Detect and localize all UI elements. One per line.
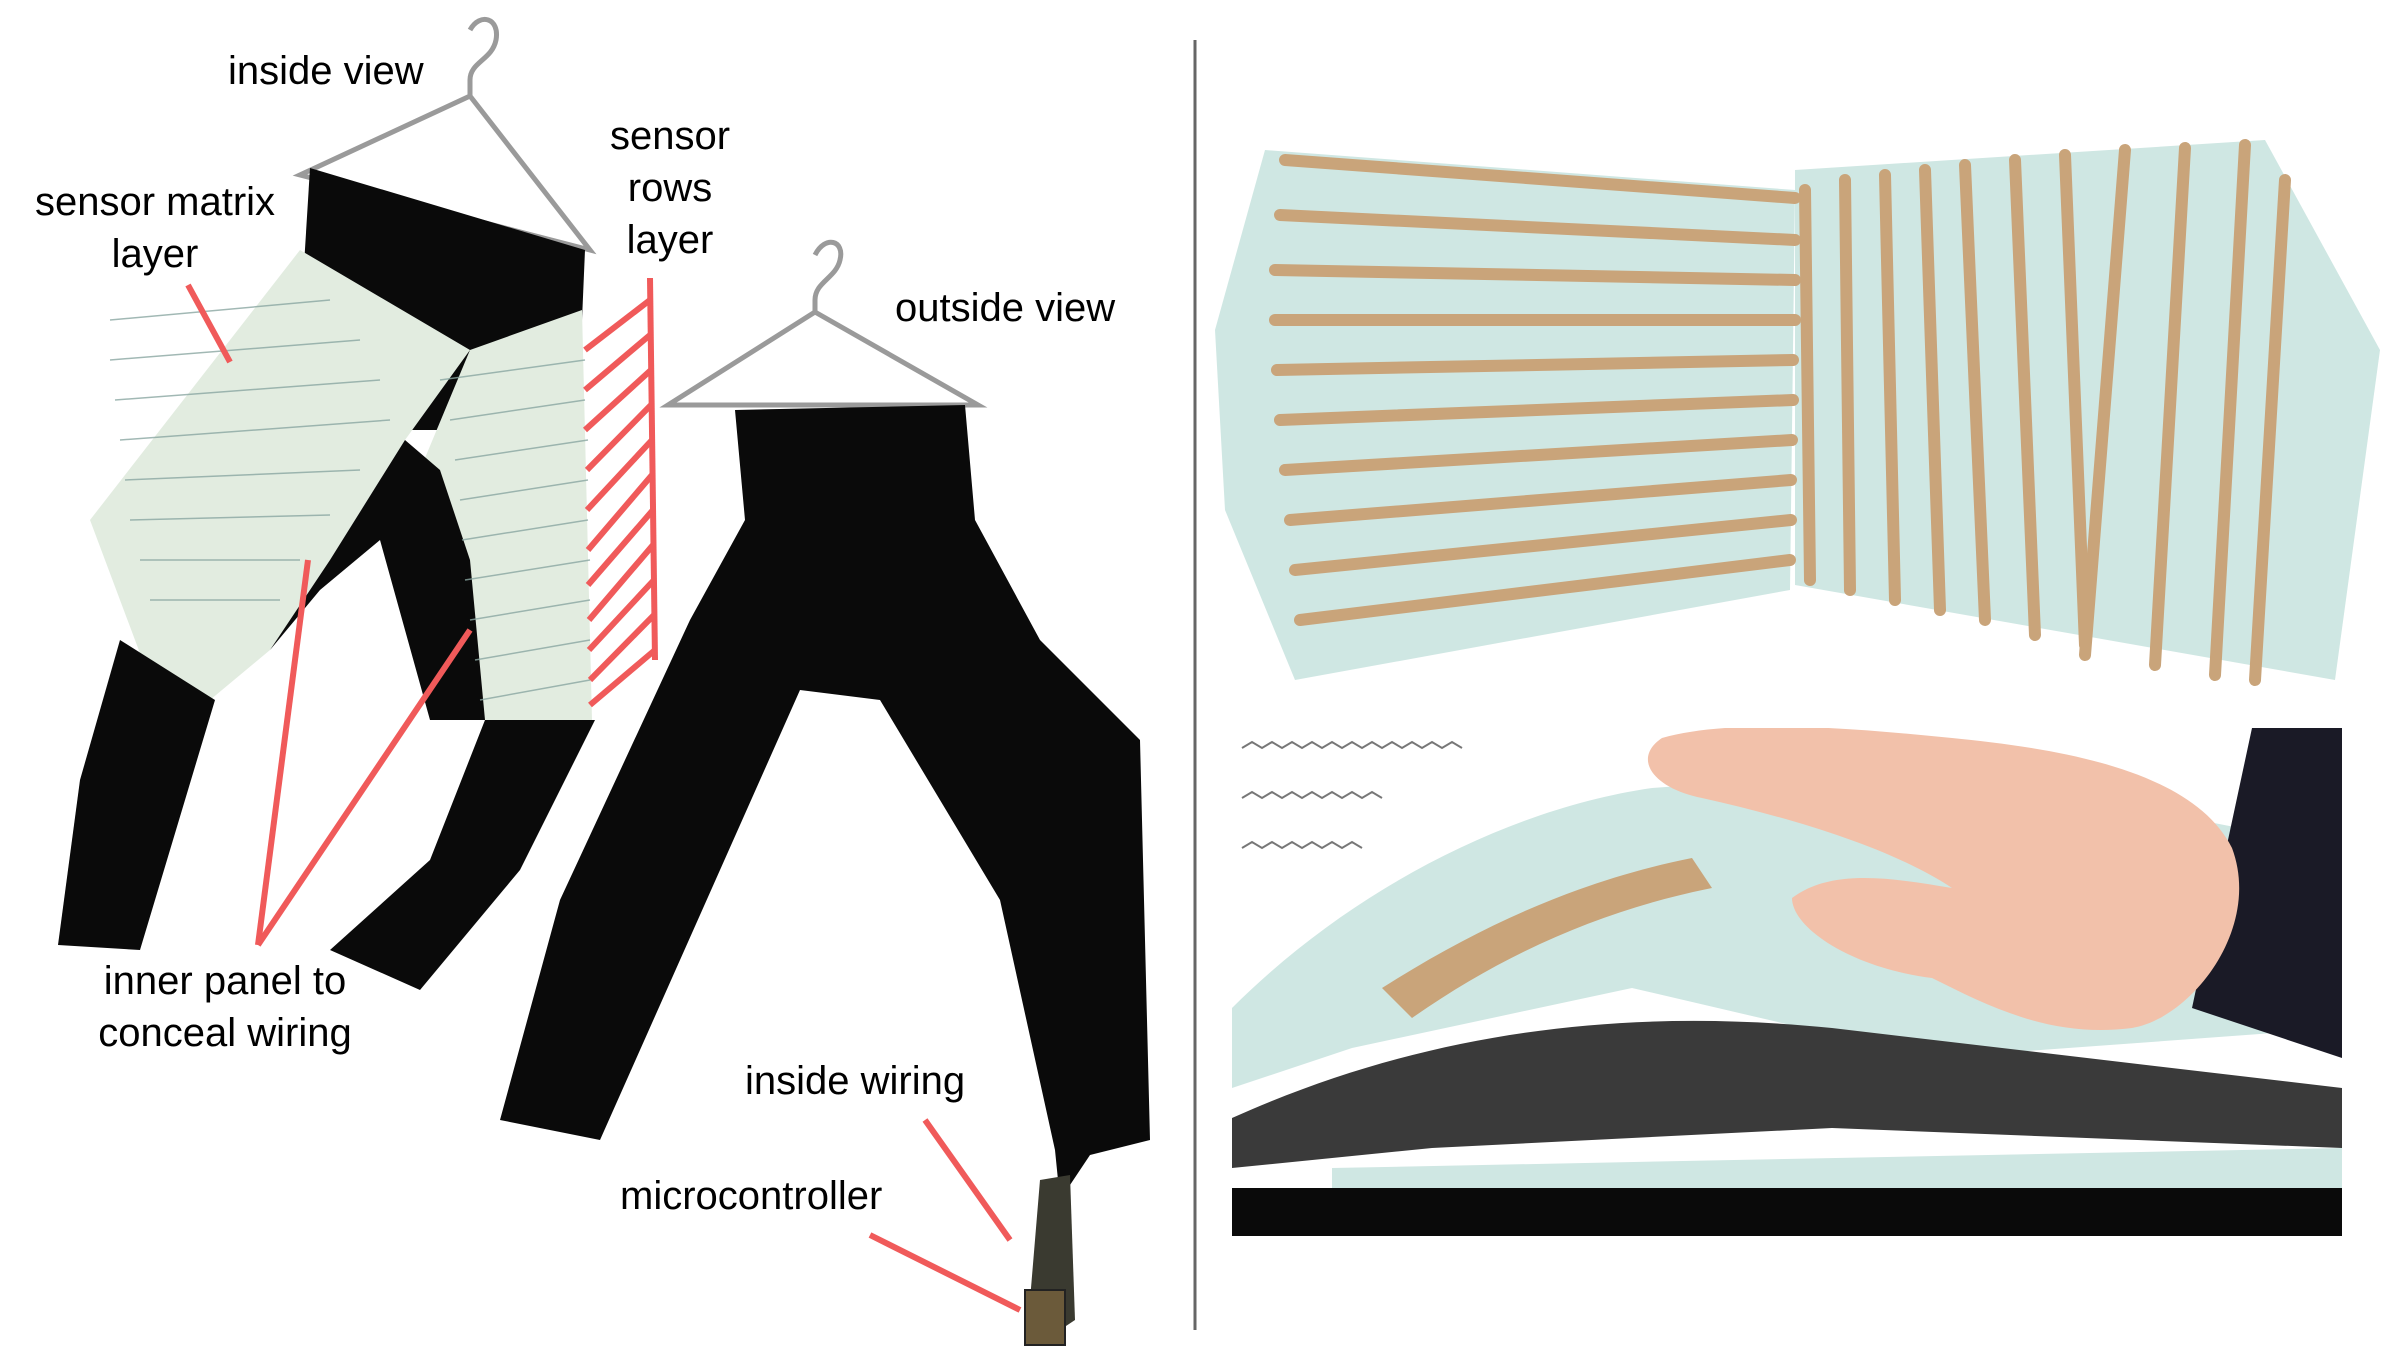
layered-fabric-closeup-photo [1232, 728, 2342, 1236]
label-sensor-rows-line2: rows [627, 166, 713, 210]
label-microcontroller: microcontroller [620, 1174, 883, 1218]
label-sensor-matrix-line1: sensor matrix [34, 180, 276, 224]
label-sensor-matrix-layer: sensor matrix layer [10, 176, 300, 280]
label-outside-view: outside view [895, 286, 1116, 330]
annotation-lines [185, 277, 1022, 1313]
label-inner-panel-line2: conceal wiring [98, 1011, 352, 1055]
label-sensor-rows-layer: sensor rows layer [560, 110, 780, 266]
label-sensor-rows-line1: sensor [609, 114, 731, 158]
flat-sensor-fabric-photo [1215, 139, 2380, 686]
inside-view-leggings [58, 168, 595, 990]
microcontroller-board [1024, 1289, 1066, 1346]
label-inside-view: inside view [228, 49, 424, 93]
clothes-hanger-icon [659, 240, 988, 408]
clothes-hanger-icon [292, 16, 597, 255]
label-sensor-rows-line3: layer [626, 218, 714, 262]
label-inner-panel: inner panel to conceal wiring [60, 955, 390, 1059]
label-inside-wiring: inside wiring [745, 1059, 966, 1103]
label-sensor-matrix-line2: layer [111, 232, 199, 276]
label-inner-panel-line1: inner panel to [103, 959, 347, 1003]
